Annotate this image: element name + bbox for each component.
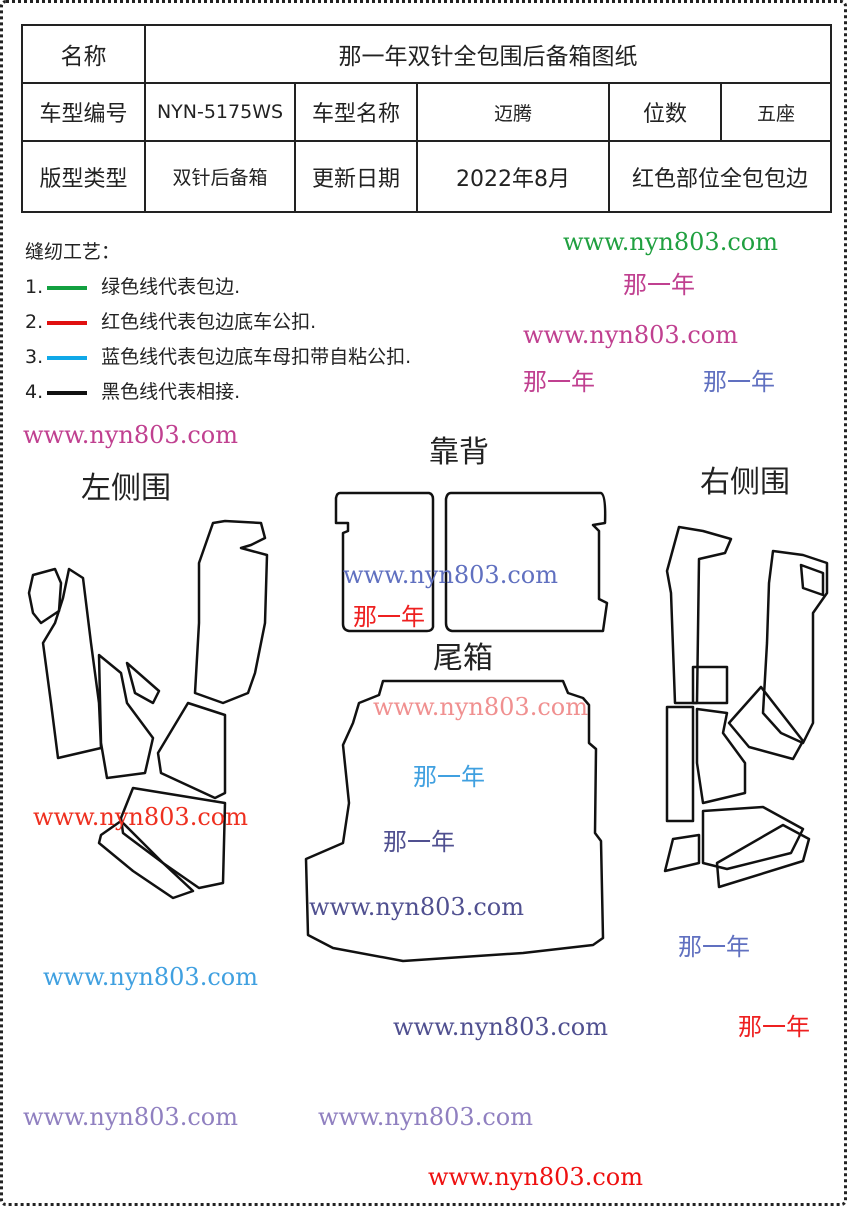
blue-line-swatch: [47, 355, 88, 360]
legend-item: 2. 红色线代表包边底车公扣.: [25, 305, 411, 340]
watermark-brand: 那一年: [383, 828, 455, 856]
legend-text: 蓝色线代表包边底车母扣带自粘公扣.: [101, 346, 412, 368]
legend-title: 缝纫工艺：: [25, 241, 121, 263]
watermark-site: www.nyn803.com: [343, 561, 558, 589]
watermark-site: www.nyn803.com: [309, 893, 524, 921]
backrest-left-piece: [334, 491, 435, 633]
legend-text: 绿色线代表包边.: [101, 276, 241, 298]
date-label: 更新日期: [294, 140, 418, 213]
right-side-piece-2: [761, 549, 829, 745]
watermark-site: www.nyn803.com: [318, 1103, 533, 1131]
left-side-piece-5: [125, 661, 161, 705]
watermark-site: www.nyn803.com: [428, 1163, 643, 1191]
seats: 五座: [720, 82, 832, 142]
black-line-swatch: [47, 390, 88, 395]
watermark-brand: 那一年: [413, 763, 485, 791]
model-name-label: 车型名称: [294, 82, 418, 142]
legend-text: 红色线代表包边底车公扣.: [101, 311, 317, 333]
watermark-brand: 那一年: [678, 933, 750, 961]
type: 双针后备箱: [144, 140, 296, 213]
legend-num: 3.: [25, 346, 44, 368]
right-side-piece-5: [665, 705, 695, 823]
left-side-label: 左侧围: [81, 471, 171, 506]
watermark-brand: 那一年: [353, 603, 425, 631]
left-side-piece-4: [97, 653, 155, 780]
legend-num: 2.: [25, 311, 44, 333]
info-table: 名称 那一年双针全包围后备箱图纸 车型编号 NYN-5175WS 车型名称 迈腾…: [21, 24, 832, 213]
left-side-piece-2: [41, 567, 103, 760]
watermark-site: www.nyn803.com: [23, 421, 238, 449]
seats-label: 位数: [608, 82, 722, 142]
left-side-piece-1: [27, 567, 63, 625]
legend-text: 黑色线代表相接.: [101, 381, 241, 403]
watermark-brand: 那一年: [703, 368, 775, 396]
left-side-piece-8: [97, 819, 195, 900]
green-line-swatch: [47, 285, 88, 290]
name-value: 那一年双针全包围后备箱图纸: [144, 24, 832, 84]
model-code-label: 车型编号: [21, 82, 146, 142]
watermark-site: www.nyn803.com: [373, 693, 588, 721]
watermark-brand: 那一年: [738, 1013, 810, 1041]
right-side-piece-7: [727, 685, 805, 761]
right-side-piece-10: [715, 823, 811, 889]
watermark-site: www.nyn803.com: [43, 963, 258, 991]
legend-item: 3. 蓝色线代表包边底车母扣带自粘公扣.: [25, 340, 411, 375]
right-side-piece-6: [695, 707, 747, 805]
trunk-label: 尾箱: [433, 641, 493, 676]
trunk-floor-piece: [304, 679, 605, 963]
legend-num: 1.: [25, 276, 44, 298]
left-side-piece-3: [193, 519, 269, 705]
sewing-legend: 缝纫工艺： 1. 绿色线代表包边. 2. 红色线代表包边底车公扣. 3. 蓝色线代表包…: [25, 235, 411, 410]
watermark-brand: 那一年: [523, 368, 595, 396]
right-side-piece-8: [701, 805, 805, 871]
right-side-piece-1: [665, 525, 733, 705]
watermark-site: www.nyn803.com: [523, 321, 738, 349]
backrest-label: 靠背: [429, 435, 489, 470]
right-side-piece-4: [691, 665, 729, 705]
watermark-site: www.nyn803.com: [563, 228, 778, 256]
type-label: 版型类型: [21, 140, 146, 213]
name-label: 名称: [21, 24, 146, 84]
legend-item: 4. 黑色线代表相接.: [25, 375, 411, 410]
right-side-label: 右侧围: [700, 465, 790, 500]
watermark-site: www.nyn803.com: [33, 803, 248, 831]
watermark-site: www.nyn803.com: [393, 1013, 608, 1041]
watermark-brand: 那一年: [623, 271, 695, 299]
right-side-piece-9: [663, 833, 701, 873]
date: 2022年8月: [416, 140, 610, 213]
note: 红色部位全包包边: [608, 140, 832, 213]
model-name: 迈腾: [416, 82, 610, 142]
red-line-swatch: [47, 320, 88, 325]
model-code: NYN-5175WS: [144, 82, 296, 142]
watermark-site: www.nyn803.com: [23, 1103, 238, 1131]
pattern-pieces: [27, 491, 829, 963]
legend-num: 4.: [25, 381, 44, 403]
right-side-piece-3: [799, 563, 825, 597]
left-side-piece-6: [156, 701, 227, 800]
legend-item: 1. 绿色线代表包边.: [25, 270, 411, 305]
backrest-right-piece: [444, 491, 609, 633]
